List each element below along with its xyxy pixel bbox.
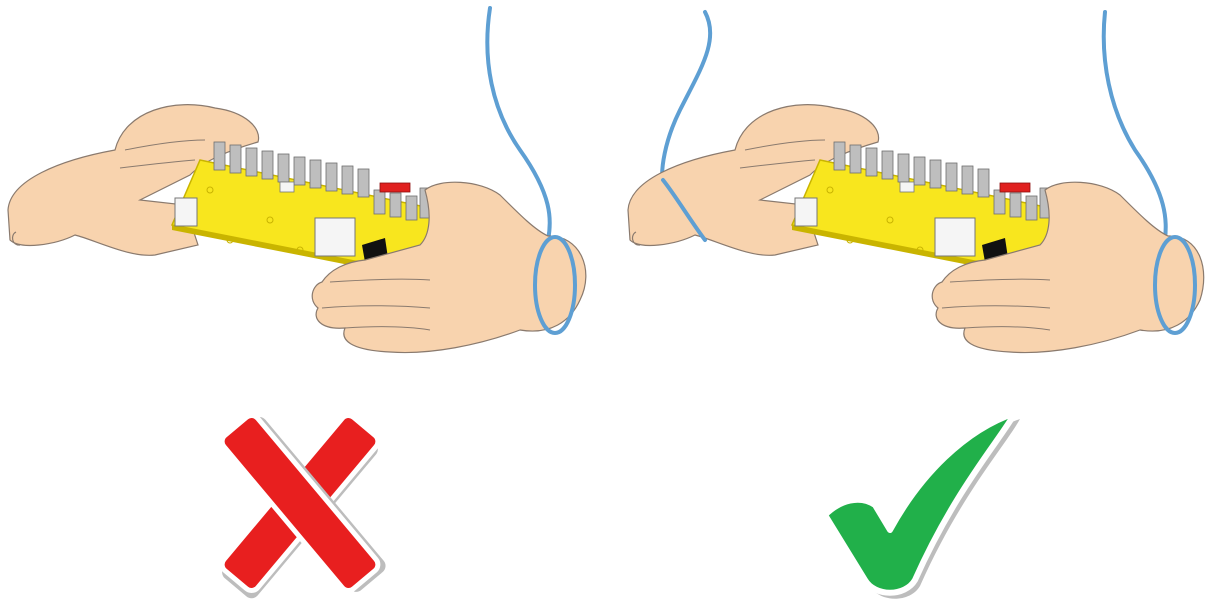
check-icon xyxy=(805,405,1035,600)
panel-incorrect xyxy=(0,0,605,603)
white-connector-center xyxy=(315,218,355,256)
white-connector-left xyxy=(175,198,197,226)
cross-icon xyxy=(190,405,410,600)
red-connector xyxy=(1000,183,1030,192)
panel-correct xyxy=(605,0,1210,603)
red-connector xyxy=(380,183,410,192)
white-connector-left xyxy=(795,198,817,226)
white-connector-center xyxy=(935,218,975,256)
